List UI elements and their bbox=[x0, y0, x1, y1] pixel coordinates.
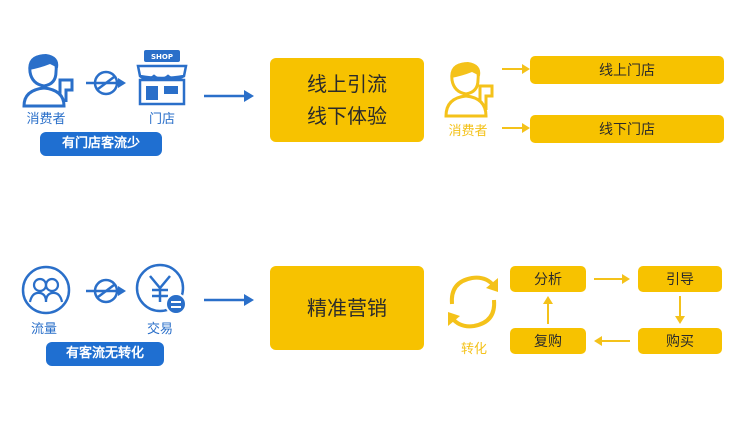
online-store-pill: 线上门店 bbox=[530, 56, 724, 84]
problem-badge-1: 有门店客流少 bbox=[40, 132, 162, 156]
consumer-icon-yellow bbox=[444, 62, 494, 118]
strategy-box-2: 精准营销 bbox=[270, 266, 424, 350]
flow-arrow-icon bbox=[86, 70, 126, 96]
purchase-pill: 购买 bbox=[638, 328, 722, 354]
offline-store-pill: 线下门店 bbox=[530, 115, 724, 143]
arrow-repurchase-to-analyze bbox=[543, 296, 553, 324]
conversion-cycle-icon bbox=[448, 275, 498, 329]
right-arrow-icon bbox=[204, 90, 254, 102]
consumer-icon bbox=[22, 54, 74, 108]
arrow-analyze-to-guide bbox=[594, 274, 630, 284]
problem-badge-2: 有客流无转化 bbox=[46, 342, 164, 366]
right-arrow-icon-2 bbox=[204, 294, 254, 306]
traffic-people-icon bbox=[21, 265, 71, 315]
repurchase-pill: 复购 bbox=[510, 328, 586, 354]
consumer-label: 消费者 bbox=[26, 112, 66, 127]
transaction-label: 交易 bbox=[146, 322, 173, 337]
traffic-label: 流量 bbox=[30, 322, 57, 337]
arrow-guide-to-purchase bbox=[675, 296, 685, 324]
shop-icon: SHOP bbox=[136, 50, 188, 106]
branch-arrow-bottom bbox=[502, 123, 530, 133]
box-line-2: 线下体验 bbox=[307, 104, 387, 128]
store-label: 门店 bbox=[148, 112, 175, 127]
guide-pill: 引导 bbox=[638, 266, 722, 292]
transaction-yen-icon bbox=[135, 263, 187, 315]
conversion-label: 转化 bbox=[460, 342, 487, 357]
box-line-1: 线上引流 bbox=[307, 72, 387, 96]
arrow-purchase-to-repurchase bbox=[594, 336, 630, 346]
box-text: 精准营销 bbox=[307, 296, 387, 320]
shop-sign-text: SHOP bbox=[151, 53, 173, 61]
flow-arrow-icon-2 bbox=[86, 278, 126, 304]
branch-arrow-top bbox=[502, 64, 530, 74]
analyze-pill: 分析 bbox=[510, 266, 586, 292]
consumer-label-yellow: 消费者 bbox=[448, 124, 488, 139]
strategy-box-1: 线上引流 线下体验 bbox=[270, 58, 424, 142]
